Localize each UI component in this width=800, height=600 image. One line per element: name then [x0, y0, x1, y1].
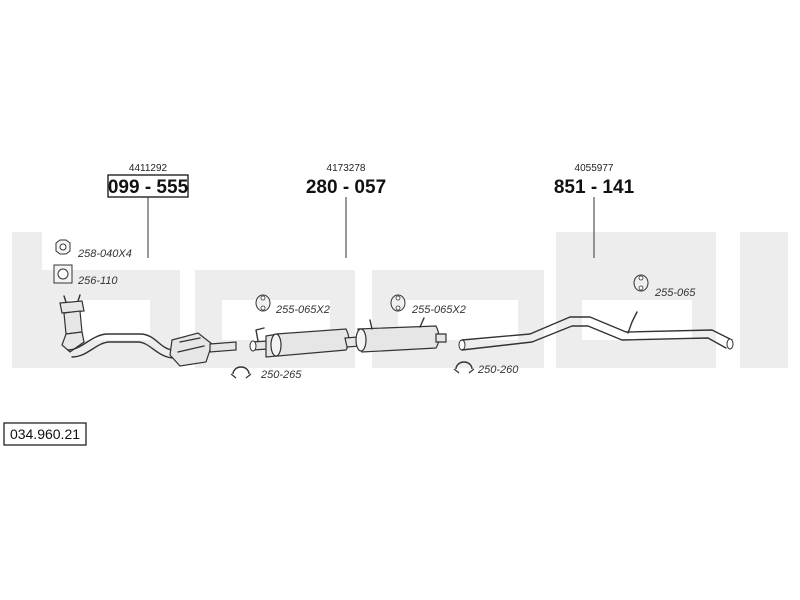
- middle-silencer-drawing: [249, 317, 447, 358]
- accessory-rubber-mount-2[interactable]: 255-065X2: [390, 294, 466, 316]
- accessory-code: 255-065X2: [275, 304, 330, 316]
- part-front-pipe[interactable]: 4411292 099 - 555: [107, 163, 189, 258]
- clamp-icon: [230, 366, 252, 379]
- accessory-rubber-mount-3[interactable]: 255-065: [633, 274, 696, 299]
- accessory-code: 255-065: [654, 287, 696, 299]
- diagram-number-text: 034.960.21: [10, 426, 80, 442]
- rubber-mount-icon: [390, 294, 406, 312]
- part-middle-silencer[interactable]: 4173278 280 - 057: [306, 163, 386, 258]
- part-number-middle-silencer: 280 - 057: [306, 177, 386, 198]
- part-ref-front-pipe: 4411292: [129, 163, 168, 174]
- accessory-clamp-2[interactable]: 250-260: [453, 361, 519, 376]
- part-number-front-pipe: 099 - 555: [108, 177, 189, 198]
- accessory-code: 255-065X2: [411, 304, 466, 316]
- accessory-rubber-mount-1[interactable]: 255-065X2: [255, 294, 330, 316]
- front-pipe-drawing: [59, 294, 237, 367]
- accessory-code: 256-110: [77, 275, 118, 287]
- part-ref-rear-pipe: 4055977: [575, 163, 614, 174]
- diagram-number: 034.960.21: [3, 422, 87, 446]
- accessory-code: 250-265: [260, 369, 302, 381]
- accessory-gasket[interactable]: 256-110: [53, 264, 118, 287]
- accessory-nut[interactable]: 258-040X4: [55, 239, 132, 260]
- part-ref-middle-silencer: 4173278: [327, 163, 366, 174]
- rear-pipe-drawing: [458, 311, 734, 351]
- accessory-code: 258-040X4: [77, 248, 132, 260]
- part-rear-pipe[interactable]: 4055977 851 - 141: [554, 163, 635, 258]
- part-number-rear-pipe: 851 - 141: [554, 177, 635, 198]
- rubber-mount-icon: [633, 274, 649, 292]
- clamp-icon: [453, 361, 475, 374]
- rubber-mount-icon: [255, 294, 271, 312]
- accessory-code: 250-260: [477, 364, 519, 376]
- accessory-clamp-1[interactable]: 250-265: [230, 366, 302, 381]
